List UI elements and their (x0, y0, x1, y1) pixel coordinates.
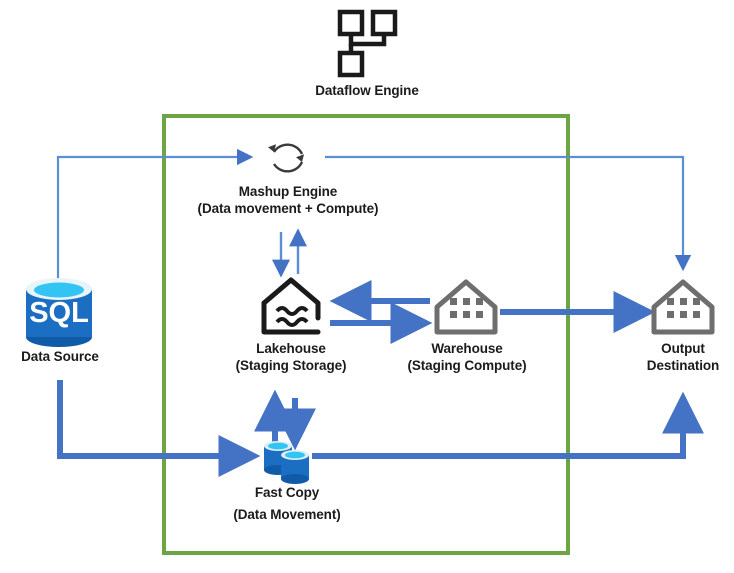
hierarchy-icon (337, 9, 398, 78)
dataflow-engine-label: Dataflow Engine (0, 83, 734, 100)
edge-source-to-fastcopy (57, 380, 261, 477)
data-source-label: Data Source (0, 349, 120, 366)
warehouse-label: Warehouse (Staging Compute) (376, 341, 558, 375)
output-destination-label: Output Destination (613, 341, 734, 375)
output-destination-warehouse-icon (651, 279, 715, 335)
edge-source-to-mashup (56, 148, 254, 285)
double-database-icon (264, 441, 309, 484)
fast-copy-label: Fast Copy (Data Movement) (196, 485, 378, 524)
lakehouse-label-line1: Lakehouse (256, 341, 326, 356)
mashup-engine-label: Mashup Engine (Data movement + Compute) (168, 184, 408, 218)
data-source-label-line1: Data Source (21, 349, 99, 364)
lakehouse-icon (261, 277, 321, 335)
warehouse-icon (434, 279, 498, 335)
warehouse-label-line2: (Staging Compute) (407, 357, 527, 373)
edge-mashup-to-output (325, 155, 692, 272)
lakehouse-label-line2: (Staging Storage) (235, 357, 347, 373)
fast-copy-label-line2: (Data Movement) (233, 506, 341, 522)
sql-icon-text: SQL (29, 297, 89, 329)
lakehouse-label: Lakehouse (Staging Storage) (200, 341, 382, 375)
dataflow-engine-boundary (162, 114, 570, 555)
fast-copy-label-line1: Fast Copy (254, 485, 320, 500)
warehouse-label-line1: Warehouse (431, 341, 503, 356)
mashup-engine-label-line1: Mashup Engine (238, 184, 338, 199)
sql-database-icon: SQL (26, 278, 92, 347)
edge-fastcopy-to-output (312, 391, 704, 459)
mashup-engine-label-line2: (Data movement + Compute) (197, 200, 379, 216)
output-destination-label-line2: Destination (646, 357, 720, 373)
refresh-cycle-icon (268, 143, 305, 173)
dataflow-engine-label-line1: Dataflow Engine (315, 83, 419, 98)
output-destination-label-line1: Output (661, 341, 705, 356)
